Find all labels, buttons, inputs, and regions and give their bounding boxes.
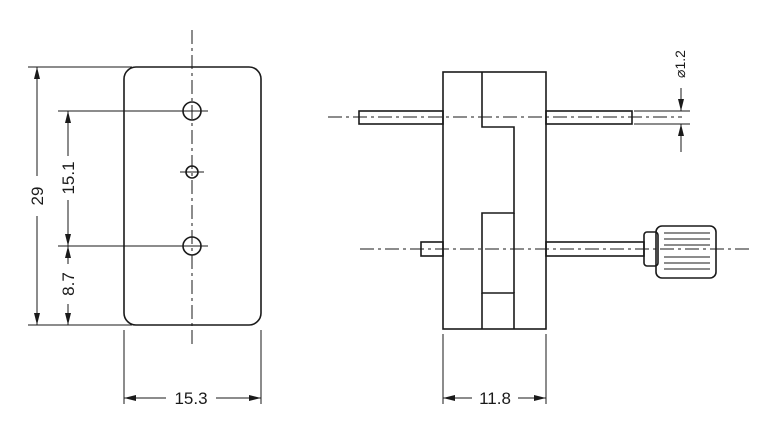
dim-hole-offset-label: 8.7 bbox=[59, 272, 78, 296]
dim-width-side: 11.8 bbox=[442, 334, 547, 408]
dim-hole-offset: 8.7 bbox=[59, 246, 78, 325]
dim-hole-spacing: 15.1 bbox=[59, 111, 78, 246]
knurled-knob bbox=[643, 225, 717, 279]
front-view: 29 15.1 8.7 15.3 bbox=[28, 30, 262, 408]
dim-height-total-label: 29 bbox=[28, 187, 47, 206]
side-view: ⌀1.2 11.8 bbox=[328, 50, 752, 408]
side-block-inner-step bbox=[481, 72, 515, 329]
dim-height-total: 29 bbox=[28, 67, 47, 325]
dim-pin-diameter: ⌀1.2 bbox=[634, 50, 690, 152]
dim-width-side-label: 11.8 bbox=[479, 389, 511, 408]
upper-pin bbox=[328, 110, 682, 125]
side-block-outline bbox=[442, 71, 547, 330]
dim-hole-spacing-label: 15.1 bbox=[59, 161, 78, 194]
dim-width-front: 15.3 bbox=[123, 330, 262, 408]
lower-shaft bbox=[360, 241, 752, 257]
dim-pin-diameter-label: ⌀1.2 bbox=[672, 50, 688, 78]
dim-width-front-label: 15.3 bbox=[174, 389, 207, 408]
